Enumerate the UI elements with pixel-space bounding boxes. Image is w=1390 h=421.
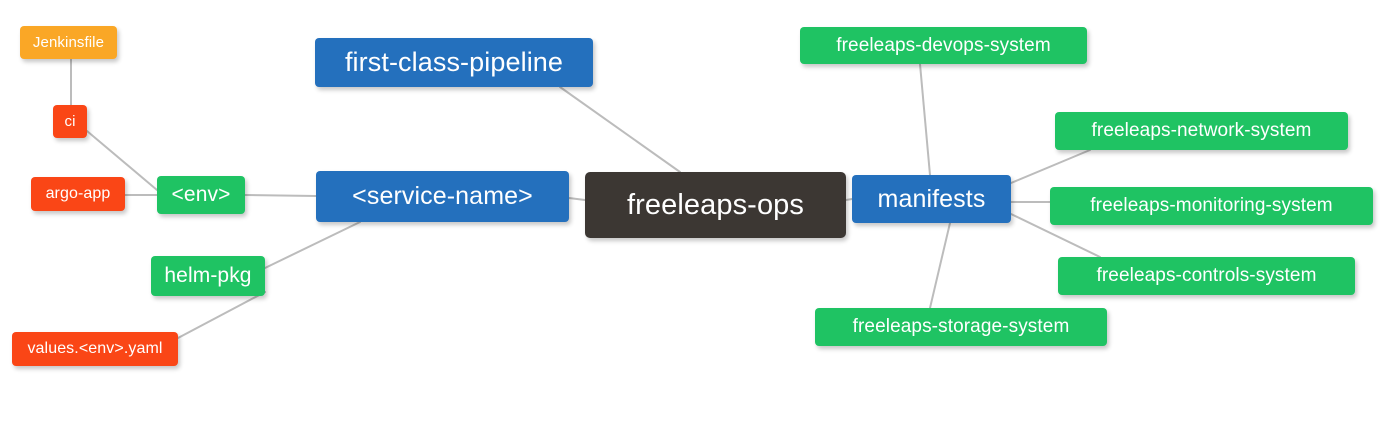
edge-manifests-to-freeleaps-storage-system [929,222,951,309]
edge-manifests-to-freeleaps-devops-system [919,63,931,176]
node-label-values-yaml: values.<env>.yaml [27,339,163,357]
node-freeleaps-network-system[interactable]: freeleaps-network-system [1055,112,1348,150]
node-label-freeleaps-monitoring-system: freeleaps-monitoring-system [1090,195,1333,217]
node-label-freeleaps-storage-system: freeleaps-storage-system [852,316,1070,338]
node-env[interactable]: <env> [157,176,245,214]
node-label-freeleaps-devops-system: freeleaps-devops-system [836,34,1051,56]
node-label-first-class-pipeline: first-class-pipeline [344,47,564,78]
node-label-argo-app: argo-app [45,184,111,202]
edge-helm-pkg-to-service-name [264,221,361,269]
node-freeleaps-storage-system[interactable]: freeleaps-storage-system [815,308,1107,346]
node-service-name[interactable]: <service-name> [316,171,569,222]
node-freeleaps-devops-system[interactable]: freeleaps-devops-system [800,27,1087,64]
edge-env-to-service-name [244,194,317,197]
edge-manifests-to-freeleaps-network-system [1010,149,1091,184]
node-freeleaps-controls-system[interactable]: freeleaps-controls-system [1058,257,1355,295]
node-label-ci: ci [64,112,76,130]
node-label-manifests: manifests [877,184,986,213]
node-label-jenkinsfile: Jenkinsfile [32,33,105,51]
node-ci[interactable]: ci [53,105,87,138]
node-jenkinsfile[interactable]: Jenkinsfile [20,26,117,59]
node-label-service-name: <service-name> [352,182,533,211]
node-first-class-pipeline[interactable]: first-class-pipeline [315,38,593,87]
node-values-yaml[interactable]: values.<env>.yaml [12,332,178,366]
edge-values-yaml-to-helm-pkg [177,291,266,339]
node-label-freeleaps-network-system: freeleaps-network-system [1091,120,1312,142]
edge-first-class-pipeline-to-freeleaps-ops [559,86,681,173]
node-freeleaps-ops[interactable]: freeleaps-ops [585,172,846,238]
node-label-freeleaps-ops: freeleaps-ops [626,188,804,221]
edge-service-name-to-freeleaps-ops [568,197,586,201]
node-label-helm-pkg: helm-pkg [164,263,252,287]
node-label-env: <env> [171,182,231,206]
node-freeleaps-monitoring-system[interactable]: freeleaps-monitoring-system [1050,187,1373,225]
node-helm-pkg[interactable]: helm-pkg [151,256,265,296]
node-argo-app[interactable]: argo-app [31,177,125,211]
node-manifests[interactable]: manifests [852,175,1011,223]
node-label-freeleaps-controls-system: freeleaps-controls-system [1096,265,1317,287]
